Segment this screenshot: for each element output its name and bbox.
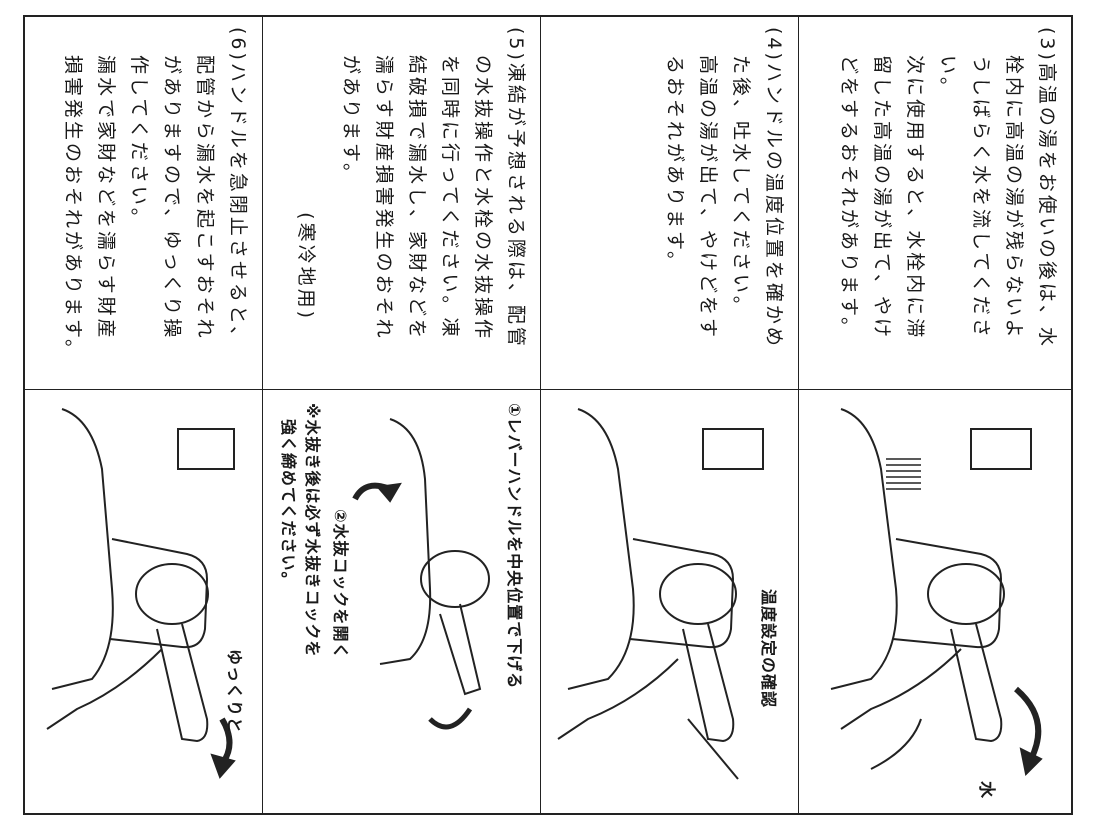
label-slowly: ゆっくりと — [225, 649, 244, 735]
cold-region-note: (寒冷地用) — [295, 212, 317, 321]
valve-body — [420, 550, 490, 608]
faucet-illustration-6: ゆっくりと — [25, 389, 262, 813]
text-line: 濡らす財産損害発生のおそれ — [373, 55, 395, 341]
instruction-table: (3)高温の湯をお使いの後は、水 栓内に高温の湯が残らないよ うしばらく水を流し… — [23, 15, 1073, 815]
text-line: (6)ハンドルを急閉止させると、 — [227, 27, 249, 349]
valve-body — [927, 563, 1005, 625]
valve-body — [135, 563, 209, 625]
text-line: を同時に行ってください。凍 — [439, 55, 461, 340]
lever-handle — [950, 623, 1003, 743]
text-line: 損害発生のおそれがあります。 — [62, 55, 84, 362]
text-line: 高温の湯が出て、やけどをす — [697, 55, 719, 341]
text-line: どをするおそれがあります。 — [838, 55, 860, 340]
faucet-base-outline — [892, 538, 1003, 649]
faucet-drawing — [352, 418, 490, 730]
faucet-base-outline — [629, 538, 735, 649]
faucet-body-outline — [830, 408, 898, 690]
text-line: 漏水で家財などを濡らす財産 — [95, 55, 117, 341]
text-line: があります。 — [340, 55, 362, 186]
faucet-body-outline — [379, 418, 432, 665]
instruction-row-3: (3)高温の湯をお使いの後は、水 栓内に高温の湯が残らないよ うしばらく水を流し… — [799, 17, 1071, 813]
label-lever-step: ①レバーハンドルを中央位置で下げる — [505, 403, 524, 690]
text-line: 留した高温の湯が出て、やけ — [871, 55, 893, 341]
valve-body — [659, 563, 737, 625]
text-line: (4)ハンドルの温度位置を確かめ — [763, 27, 785, 349]
text-line: るおそれがあります。 — [664, 55, 686, 274]
instruction-row-6: (6)ハンドルを急閉止させると、 配管から漏水を起こすおそれ がありますので、ゆ… — [25, 17, 263, 813]
arrow-head-icon — [210, 753, 236, 779]
pipe-fitting — [970, 428, 1032, 470]
text-line: (5)凍結が予想される際は、配管 — [505, 27, 527, 349]
hand-outline — [840, 648, 962, 730]
faucet-illustration-3: 水 — [799, 389, 1071, 813]
text-line: た後、吐水してください。 — [730, 55, 752, 318]
finger-outline — [870, 718, 922, 770]
lever-handle — [156, 623, 209, 743]
hand-outline — [46, 648, 163, 730]
faucet-drawing — [46, 408, 236, 779]
text-line: 配管から漏水を起こすおそれ — [194, 55, 216, 341]
label-drain-note: ※水抜き後は必ず水抜きコックを — [303, 403, 322, 658]
instruction-text-3: (3)高温の湯をお使いの後は、水 栓内に高温の湯が残らないよ うしばらく水を流し… — [807, 27, 1063, 377]
instruction-row-4: (4)ハンドルの温度位置を確かめ た後、吐水してください。 高温の湯が出て、やけ… — [541, 17, 799, 813]
instruction-text-6: (6)ハンドルを急閉止させると、 配管から漏水を起こすおそれ がありますので、ゆ… — [33, 27, 254, 377]
lever-handle — [439, 603, 482, 696]
hand-outline — [557, 658, 679, 740]
text-line: の水抜操作と水栓の水抜操作 — [472, 55, 494, 342]
label-temperature-check: 温度設定の確認 — [759, 589, 778, 709]
text-line: うしばらく水を流してくださ — [970, 55, 992, 340]
faucet-base-outline — [109, 538, 209, 649]
arrow-head-icon — [1019, 747, 1043, 777]
pipe-fitting — [702, 428, 764, 470]
text-line: い。 — [937, 55, 959, 100]
faucet-illustration-5: ①レバーハンドルを中央位置で下げる ②水抜コックを開く ※水抜き後は必ず水抜きコ… — [263, 389, 540, 813]
instruction-text-5: (5)凍結が予想される際は、配管 の水抜操作と水栓の水抜操作 を同時に行ってくだ… — [271, 27, 532, 377]
label-drain-step: ②水抜コックを開く — [331, 509, 350, 660]
lever-arrow-icon — [428, 707, 473, 730]
lever-handle — [682, 623, 735, 743]
arrow-head-icon — [376, 482, 402, 503]
faucet-illustration-4: 温度設定の確認 — [541, 389, 798, 813]
instruction-text-4: (4)ハンドルの温度位置を確かめ た後、吐水してください。 高温の湯が出て、やけ… — [549, 27, 790, 377]
faucet-drawing — [830, 408, 1043, 777]
text-line: (3)高温の湯をお使いの後は、水 — [1036, 27, 1058, 349]
label-water: 水 — [976, 781, 996, 799]
instruction-row-5: (5)凍結が予想される際は、配管 の水抜操作と水栓の水抜操作 を同時に行ってくだ… — [263, 17, 541, 813]
label-drain-note-cont: 強く締めてください。 — [279, 419, 298, 589]
text-line: 結破損で漏水し、家財などを — [406, 55, 428, 342]
text-line: 作してください。 — [128, 55, 150, 230]
text-line: 次に使用すると、水栓内に滞 — [904, 55, 926, 341]
text-line: がありますので、ゆっくり操 — [161, 55, 183, 341]
faucet-body-outline — [567, 408, 635, 690]
pipe-fitting — [177, 428, 235, 470]
callout-line — [687, 718, 739, 780]
faucet-body-outline — [51, 408, 114, 690]
text-line: 栓内に高温の湯が残らないよ — [1003, 55, 1025, 341]
rotation-arrow-icon — [1014, 686, 1042, 761]
faucet-drawing — [557, 408, 764, 780]
